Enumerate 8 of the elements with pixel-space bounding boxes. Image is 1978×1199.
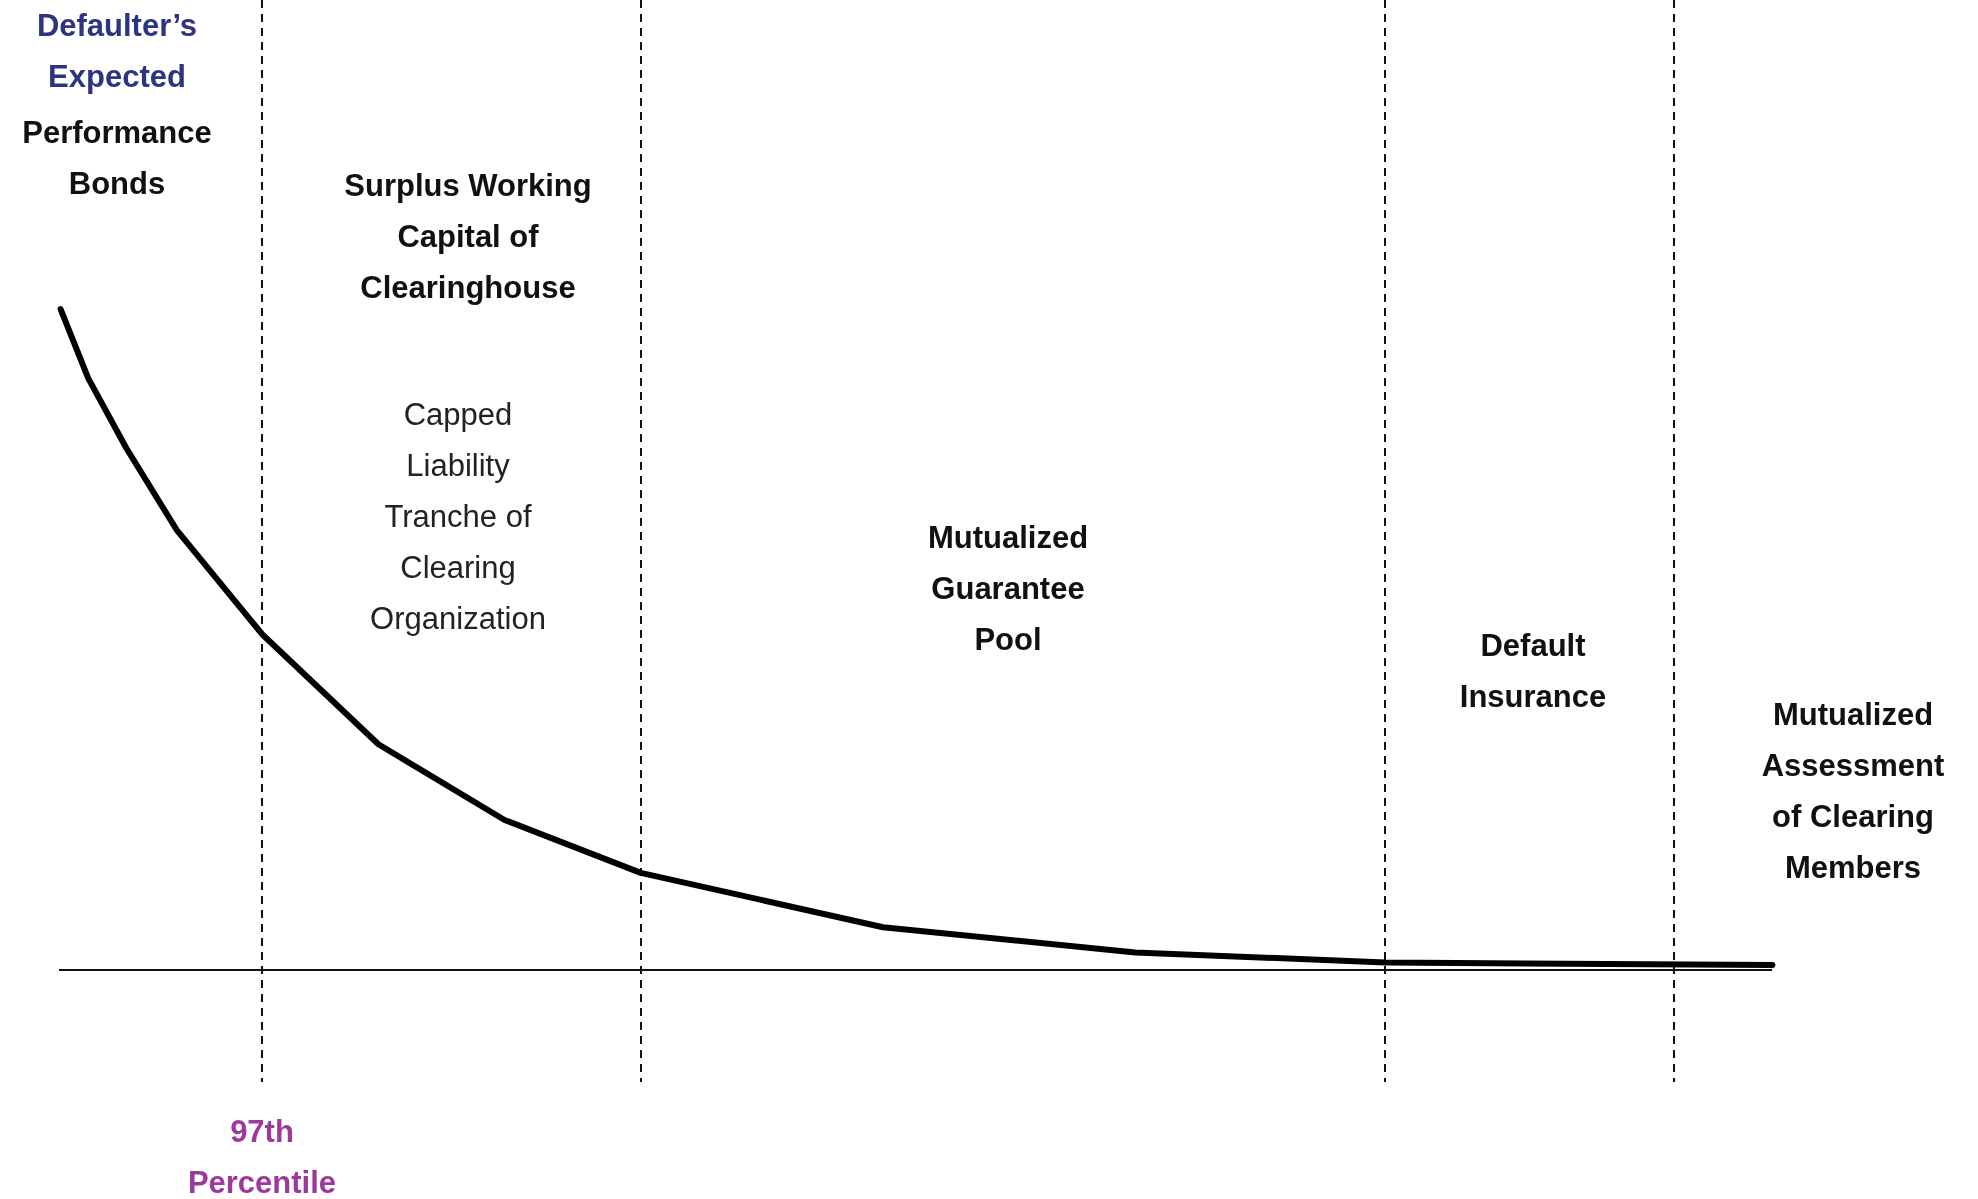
percentile-label: 97th Percentile xyxy=(186,1113,338,1199)
region-label: Mutualized Assessment of Clearing Members xyxy=(1760,696,1946,887)
region-label: Performance Bonds xyxy=(21,114,213,203)
region-label: Default Insurance xyxy=(1458,627,1608,716)
region-label: Surplus Working Capital of Clearinghouse xyxy=(343,167,593,307)
region-label: Mutualized Guarantee Pool xyxy=(926,519,1090,659)
region-label: Defaulter’s Expected xyxy=(35,7,199,96)
region-label: Capped Liability Tranche of Clearing Organization xyxy=(369,396,547,638)
